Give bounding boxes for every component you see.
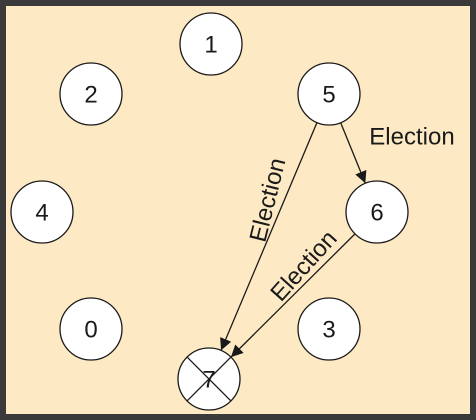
- node-circle: [59, 62, 123, 126]
- node-1: 1: [179, 12, 243, 76]
- node-label: 5: [322, 82, 335, 109]
- node-label: 0: [84, 317, 97, 344]
- node-2: 2: [59, 62, 123, 126]
- node-circle: [179, 12, 243, 76]
- node-label: 1: [204, 32, 217, 59]
- node-label: 7: [202, 367, 215, 394]
- edge-label-5-to-6: Election: [369, 124, 454, 151]
- edge-6-to-7: [230, 233, 356, 358]
- edge-5-to-7: [220, 122, 318, 351]
- node-label: 3: [322, 317, 335, 344]
- node-circle: [59, 297, 123, 361]
- nodes-layer: 1 2 5 4 6 0 3 7: [10, 12, 409, 411]
- edge-5-to-6: [340, 122, 367, 184]
- node-circle: [10, 180, 74, 244]
- node-label: 2: [84, 82, 97, 109]
- cross-icon: [186, 356, 232, 402]
- node-circle: [297, 297, 361, 361]
- node-3: 3: [297, 297, 361, 361]
- node-6: 6: [345, 180, 409, 244]
- node-7: 7: [177, 347, 241, 411]
- node-4: 4: [10, 180, 74, 244]
- node-circle: [345, 180, 409, 244]
- node-circle: [297, 62, 361, 126]
- node-label: 4: [35, 200, 48, 227]
- node-label: 6: [370, 200, 383, 227]
- node-5: 5: [297, 62, 361, 126]
- node-0: 0: [59, 297, 123, 361]
